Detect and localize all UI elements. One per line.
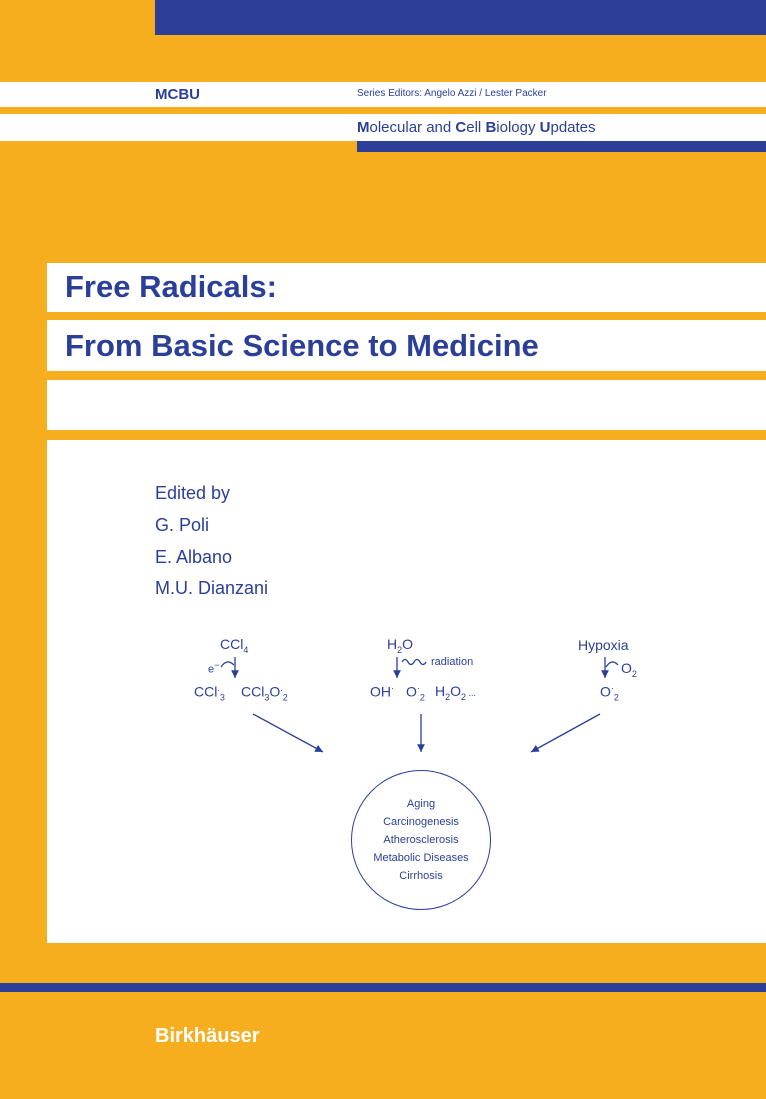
- series-name: Molecular and Cell Biology Updates: [357, 119, 596, 136]
- arrow-left-to-circle: [252, 713, 324, 753]
- top-blue-bar: [155, 0, 766, 35]
- title-line-1: Free Radicals:: [65, 269, 277, 304]
- series-underline-bar: [357, 141, 766, 152]
- empty-band: [47, 380, 766, 430]
- title-band-2: From Basic Science to Medicine: [47, 320, 766, 371]
- series-initial: U: [539, 119, 551, 136]
- editor-name: M.U. Dianzani: [155, 578, 269, 598]
- series-band: MCBU Series Editors: Angelo Azzi / Leste…: [0, 82, 766, 107]
- superoxide-right: O·2: [600, 683, 619, 703]
- outcome-item: Cirrhosis: [399, 870, 443, 882]
- hypoxia-label: Hypoxia: [578, 637, 629, 653]
- editor-name: E. Albano: [155, 547, 233, 567]
- ccl3o2-radical: CCl3O.2: [241, 683, 288, 703]
- series-word: ell: [466, 119, 486, 136]
- electron-label: e−: [208, 660, 220, 676]
- series-word: pdates: [550, 119, 596, 136]
- o2-label: O2: [621, 660, 637, 679]
- radiation-label: radiation: [431, 656, 474, 668]
- outcome-item: Metabolic Diseases: [373, 852, 469, 864]
- edited-by-label: Edited by: [155, 483, 231, 503]
- series-name-band: Molecular and Cell Biology Updates: [0, 114, 766, 141]
- ccl4-label: CCl4: [220, 636, 249, 655]
- editor-name: G. Poli: [155, 515, 210, 535]
- publisher-name: Birkhäuser: [155, 1025, 260, 1047]
- outcome-item: Atherosclerosis: [383, 834, 459, 846]
- electron-curve-arrow: [220, 661, 235, 668]
- series-initial: C: [455, 119, 467, 136]
- o2-curve-arrow: [605, 661, 619, 668]
- outcome-item: Carcinogenesis: [383, 816, 459, 828]
- bottom-blue-line: [0, 983, 766, 992]
- outcome-item: Aging: [406, 798, 436, 810]
- outcomes-circle: Aging Carcinogenesis Atherosclerosis Met…: [351, 770, 491, 910]
- series-word: iology: [496, 119, 540, 136]
- series-abbrev: MCBU: [155, 86, 200, 103]
- hydrogen-peroxide: H2O2 ...: [435, 683, 477, 702]
- radiation-wave-icon: [401, 658, 427, 666]
- series-initial: B: [485, 119, 497, 136]
- oh-radical: OH·: [370, 683, 394, 700]
- title-line-2: From Basic Science to Medicine: [65, 328, 539, 363]
- series-initial: M: [357, 119, 370, 136]
- arrow-right-to-circle: [530, 713, 601, 753]
- h2o-label: H2O: [387, 636, 414, 655]
- superoxide: O·2: [406, 683, 425, 703]
- series-editors: Series Editors: Angelo Azzi / Lester Pac…: [357, 88, 547, 99]
- title-band-1: Free Radicals:: [47, 263, 766, 312]
- series-word: olecular and: [369, 119, 456, 136]
- ccl3-radical: CCl.3: [194, 683, 225, 703]
